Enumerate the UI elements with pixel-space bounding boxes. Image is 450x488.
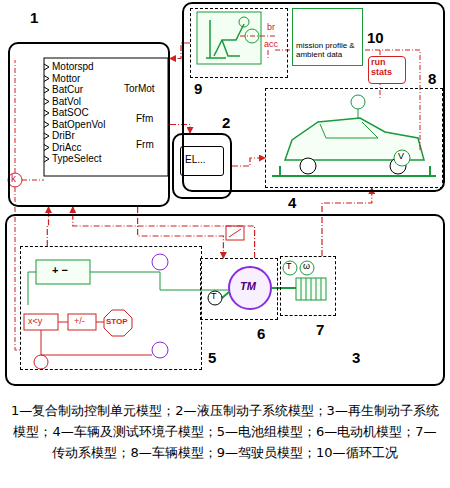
node-text: BatSOC xyxy=(52,108,89,119)
node-text: Ffm xyxy=(136,114,153,125)
run-stats-box: run stats xyxy=(368,56,406,84)
stop-octagon xyxy=(104,310,132,336)
node-text: 3 xyxy=(352,350,360,366)
node-text: run stats xyxy=(371,58,403,78)
signal-connector xyxy=(170,43,190,59)
gain-block xyxy=(226,226,244,240)
callout-number: 2 xyxy=(222,115,230,131)
node-text: x<y xyxy=(28,317,42,326)
callout-number: 7 xyxy=(316,322,324,338)
driver-box: 9bracc xyxy=(190,8,288,78)
node-text: TypeSelect xyxy=(52,154,101,165)
node-text: BatOpenVol xyxy=(52,120,105,131)
node-text: br xyxy=(267,23,275,32)
port-mark xyxy=(44,122,49,128)
figure-caption: 1—复合制动控制单元模型；2—液压制动子系统模型；3—再生制动子系统模型；4—车… xyxy=(8,400,442,463)
node-text: TorMot xyxy=(124,84,155,95)
node-text: + − xyxy=(52,265,68,277)
signal-connector xyxy=(47,207,48,246)
driver-icon xyxy=(197,12,261,64)
port-mark xyxy=(44,87,49,93)
signal-connector xyxy=(170,125,190,134)
port-mark xyxy=(44,110,49,116)
vehicle-environment-box: 49bracc10mission profile & ambient datar… xyxy=(182,2,445,192)
node-text: DriBr xyxy=(52,131,75,142)
node-text: T xyxy=(211,292,217,301)
vehicle-box: 8 xyxy=(265,88,443,188)
node-text: EL... xyxy=(185,155,206,166)
port-block xyxy=(44,58,168,176)
signal-connector xyxy=(322,188,372,256)
callout-number: 4 xyxy=(288,195,296,211)
driver-figure xyxy=(206,20,244,58)
gear-symbol xyxy=(296,278,326,300)
battery-box: 5+ −x<y+/-STOP xyxy=(20,246,202,370)
port-mark xyxy=(44,99,49,105)
node-text: acc xyxy=(264,40,278,49)
mission-profile-box: 10mission profile & ambient data xyxy=(292,8,363,66)
symbol-label: T xyxy=(286,262,292,271)
node-text: Frm xyxy=(136,140,154,151)
port-mark xyxy=(44,64,49,70)
callout-number: 6 xyxy=(257,326,265,342)
control-unit-box: 1MotorspdMottorBatCurBatVolBatSOCBatOpen… xyxy=(8,42,170,207)
port-mark xyxy=(44,133,49,139)
hydraulic-brake-box: 2EL... xyxy=(172,133,232,199)
node-text: TM xyxy=(240,281,256,293)
motor-box: 6TMT xyxy=(200,258,278,320)
hydraulic-block: EL... xyxy=(180,146,224,176)
compare-block xyxy=(24,314,58,330)
sign-block xyxy=(68,314,96,330)
symbol-label: ω xyxy=(303,262,310,271)
callout-number: 5 xyxy=(208,350,216,366)
motor-symbol xyxy=(229,267,271,309)
current-sensor xyxy=(152,254,168,270)
caption-text: 1—复合制动控制单元模型；2—液压制动子系统模型；3—再生制动子系统模型；4—车… xyxy=(11,403,439,460)
regen-brake-box: 3 5 + − x<y +/- STOP 6 TM T 7 xyxy=(5,214,445,386)
node-text: BatCur xyxy=(52,85,83,96)
node-text: +/- xyxy=(74,317,85,326)
symbol-label: V xyxy=(398,152,404,161)
port-mark xyxy=(44,76,49,82)
port-mark xyxy=(44,145,49,151)
signal-connector xyxy=(232,158,265,166)
battery-symbol xyxy=(36,260,90,284)
callout-number: 1 xyxy=(30,10,38,26)
steering-sensor xyxy=(351,95,365,109)
callout-number: 8 xyxy=(428,71,436,87)
port-mark xyxy=(44,156,49,162)
node-text: Motorspd xyxy=(52,62,94,73)
symbol-label: k xyxy=(11,174,16,185)
callout-number: 10 xyxy=(367,30,384,46)
node-text: DriAcc xyxy=(52,143,81,154)
node-text: STOP xyxy=(106,318,128,326)
node-text: mission profile & ambient data xyxy=(296,42,360,60)
node-text: BatVol xyxy=(52,97,81,108)
callout-number: 9 xyxy=(194,81,202,97)
node-text: Mottor xyxy=(52,74,80,85)
